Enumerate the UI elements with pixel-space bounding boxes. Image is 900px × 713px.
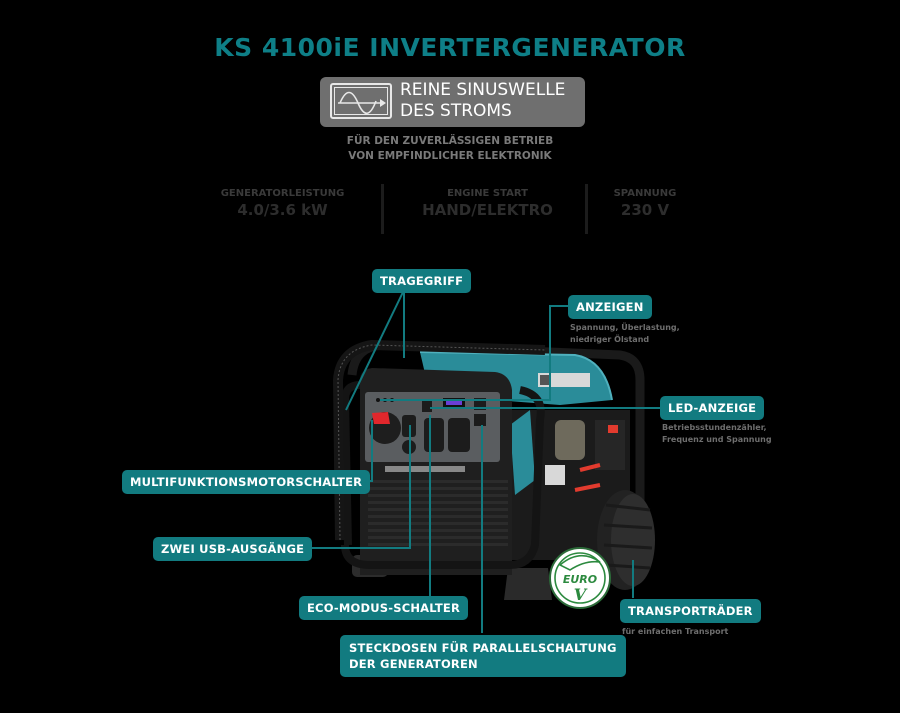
badge-line-2: DES STROMS — [400, 101, 512, 121]
callout-transport: TRANSPORTRÄDER — [620, 599, 761, 623]
page-title: KS 4100iE INVERTERGENERATOR — [214, 33, 686, 62]
callout-tragegriff: TRAGEGRIFF — [372, 269, 472, 293]
euro-v-badge — [549, 547, 611, 609]
spec-value: HAND/ELEKTRO — [422, 201, 553, 219]
callout-anzeigen: ANZEIGEN — [568, 295, 652, 319]
subtitle-line-2: VON EMPFINDLICHER ELEKTRONIK — [348, 150, 552, 162]
sine-wave-icon — [330, 83, 392, 119]
specs-row: GENERATORLEISTUNG 4.0/3.6 kW ENGINE STAR… — [195, 184, 715, 234]
divider — [381, 184, 384, 234]
callout-led-anzeige: LED-ANZEIGE — [660, 396, 765, 420]
spec-value: 4.0/3.6 kW — [237, 201, 328, 219]
spec-label: ENGINE START — [447, 188, 528, 199]
anzeigen-desc: Spannung, Überlastung, niedriger Ölstand — [570, 323, 680, 344]
spec-label: SPANNUNG — [613, 188, 677, 199]
spec-engine-start: ENGINE START HAND/ELEKTRO — [390, 188, 585, 219]
callout-motorschalter: MULTIFUNKTIONSMOTORSCHALTER — [122, 470, 371, 494]
led-desc: Betriebsstundenzähler, Frequenz und Span… — [662, 423, 772, 444]
spec-label: GENERATORLEISTUNG — [220, 188, 345, 199]
svg-text:EURO: EURO — [563, 573, 597, 586]
callout-steckdosen: STECKDOSEN FÜR PARALLELSCHALTUNG DER GEN… — [340, 635, 626, 677]
spec-value: 230 V — [620, 201, 670, 219]
pure-sine-badge: REINE SINUSWELLE DES STROMS — [320, 77, 585, 127]
spec-voltage: SPANNUNG 230 V — [590, 188, 700, 219]
callout-eco: ECO-MODUS-SCHALTER — [299, 596, 469, 620]
callout-usb: ZWEI USB-AUSGÄNGE — [153, 537, 313, 561]
transport-desc: für einfachen Transport — [622, 627, 729, 636]
sine-badge-text: REINE SINUSWELLE DES STROMS — [400, 80, 565, 122]
divider — [585, 184, 588, 234]
svg-text:V: V — [574, 585, 588, 604]
badge-line-1: REINE SINUSWELLE — [400, 80, 566, 100]
spec-power: GENERATORLEISTUNG 4.0/3.6 kW — [195, 188, 370, 219]
subtitle-line-1: FÜR DEN ZUVERLÄSSIGEN BETRIEB — [346, 135, 554, 147]
